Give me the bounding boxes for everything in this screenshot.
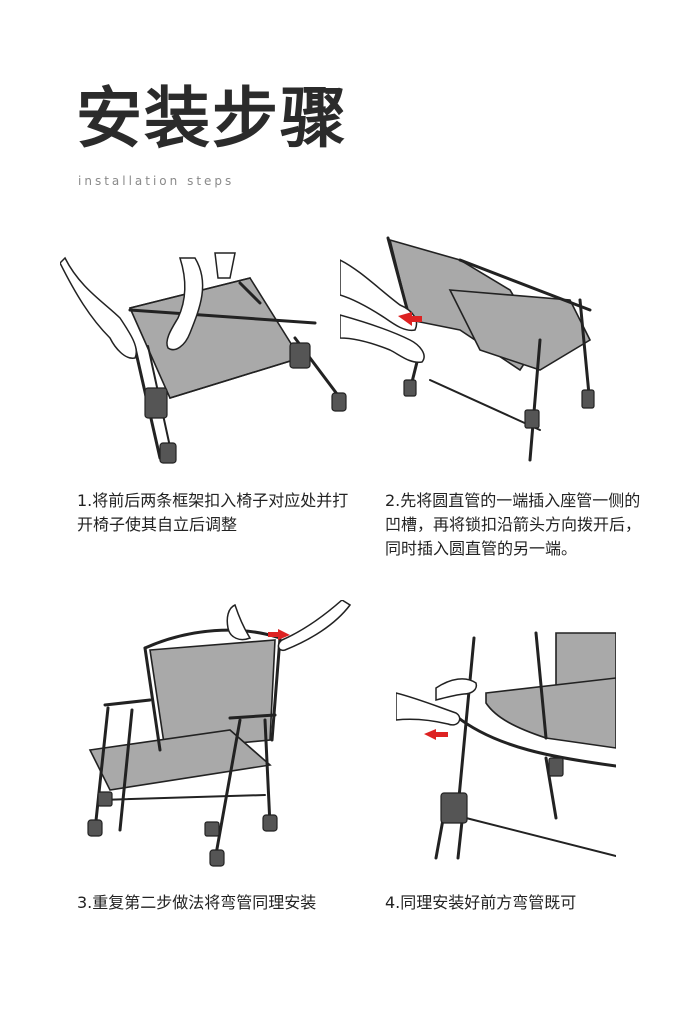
step-2-illustration (340, 236, 595, 462)
step-1-illustration (60, 252, 347, 464)
step-4-illustration (396, 631, 616, 860)
step-2-text: 2.先将圆直管的一端插入座管一侧的凹槽，再将锁扣沿箭头方向拨开后，同时插入圆直管… (385, 491, 642, 558)
step-4-text: 4.同理安装好前方弯管既可 (385, 893, 577, 912)
page-title: 安装步骤 (76, 80, 348, 157)
step-1-text: 1.将前后两条框架扣入椅子对应处并打开椅子使其自立后调整 (77, 491, 349, 534)
page-subtitle: installation steps (78, 174, 235, 188)
step-3-illustration (87, 600, 352, 867)
step-3-text: 3.重复第二步做法将弯管同理安装 (77, 893, 317, 912)
